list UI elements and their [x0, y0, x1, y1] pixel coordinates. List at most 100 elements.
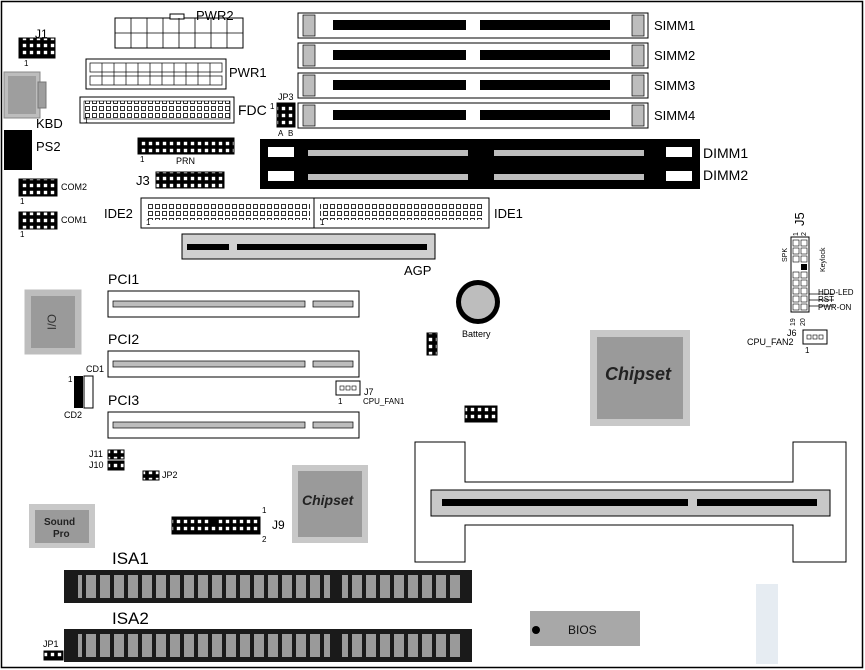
label-pro: Pro — [53, 529, 70, 540]
label-pci1: PCI1 — [108, 271, 140, 287]
label-chipset-south: Chipset — [302, 492, 354, 508]
battery — [456, 280, 500, 324]
label-jp2: JP2 — [162, 470, 178, 480]
label-j7-pin1: 1 — [338, 397, 343, 406]
pwr2-connector — [114, 13, 244, 49]
simm-slots — [297, 12, 649, 129]
label-sound: Sound — [44, 517, 76, 528]
label-j7: J7 — [364, 387, 374, 397]
label-com2: COM2 — [61, 182, 88, 192]
fdc-connector — [79, 96, 235, 124]
label-j11: J11 — [89, 449, 103, 459]
label-j6: J6 — [787, 328, 797, 338]
label-j9: J9 — [272, 518, 285, 532]
label-j1-pin1: 1 — [24, 59, 29, 68]
label-pwr1: PWR1 — [229, 65, 267, 80]
label-simm2: SIMM2 — [654, 48, 696, 63]
pwr1-connector — [85, 58, 227, 90]
ps2-connector — [4, 130, 32, 170]
label-agp: AGP — [404, 263, 432, 278]
label-com1-pin1: 1 — [20, 230, 25, 239]
label-fdc-pin1b: 1 — [270, 102, 275, 111]
kbd-connector — [3, 71, 47, 119]
isa-slots — [64, 570, 472, 662]
label-pwr2: PWR2 — [196, 8, 234, 23]
center-jumper — [426, 332, 438, 356]
label-isa1: ISA1 — [112, 549, 149, 568]
label-j3: J3 — [136, 173, 150, 188]
label-pci2: PCI2 — [108, 331, 140, 347]
label-j5: J5 — [792, 212, 807, 226]
center-header — [464, 405, 498, 423]
chipset-south — [292, 465, 368, 543]
label-j9-pin2: 2 — [262, 535, 267, 544]
label-jp3-b: B — [288, 129, 294, 138]
label-cd2: CD2 — [64, 410, 83, 420]
label-j5-pin1: 1 — [793, 232, 800, 236]
label-prn-pin1: 1 — [140, 155, 145, 164]
label-jp3-a: A — [278, 129, 284, 138]
label-battery: Battery — [462, 329, 491, 339]
label-j5-pin19: 19 — [790, 318, 797, 326]
label-prn: PRN — [176, 156, 196, 166]
label-j6-pin1: 1 — [805, 346, 810, 355]
dimm-slots — [260, 139, 700, 189]
label-com2-pin1: 1 — [20, 197, 25, 206]
label-cd1: CD1 — [86, 364, 105, 374]
j5-front-panel — [790, 236, 834, 313]
label-bios: BIOS — [568, 623, 597, 637]
com1-connector — [18, 211, 58, 230]
jp1-jumper — [43, 650, 64, 661]
label-com1: COM1 — [61, 215, 88, 225]
label-chipset-north: Chipset — [605, 364, 672, 384]
label-rst: RST — [818, 295, 834, 304]
prn-connector — [137, 137, 235, 155]
label-keylock: Keylock — [820, 247, 827, 272]
label-kbd: KBD — [36, 116, 63, 131]
cd1-connector — [83, 375, 94, 409]
label-ide2-pin1: 1 — [146, 218, 151, 227]
label-jp3: JP3 — [278, 92, 294, 102]
label-fdc-pin1: 1 — [84, 116, 89, 125]
label-ide2: IDE2 — [104, 206, 133, 221]
label-jp1: JP1 — [43, 639, 59, 649]
label-j10: J10 — [89, 460, 104, 470]
label-cpu-fan1: CPU_FAN1 — [363, 397, 405, 406]
ide-connectors — [140, 197, 490, 229]
label-io: I/O — [45, 313, 59, 330]
label-cpu-fan2: CPU_FAN2 — [747, 337, 794, 347]
j1-jumper — [18, 37, 56, 59]
label-j9-pin1: 1 — [262, 506, 267, 515]
label-simm3: SIMM3 — [654, 78, 696, 93]
label-simm4: SIMM4 — [654, 108, 696, 123]
label-fdc: FDC — [238, 102, 267, 118]
label-hdd-led: HDD-LED — [818, 288, 854, 297]
chipset-north — [590, 330, 690, 426]
sound-pro-chip — [29, 504, 95, 548]
j11-jumper — [107, 449, 125, 460]
cpu-slot — [414, 441, 847, 563]
label-j1: J1 — [35, 27, 48, 41]
label-pci3: PCI3 — [108, 392, 140, 408]
label-j5-pin20: 20 — [800, 318, 807, 326]
pci-slots — [107, 290, 360, 439]
label-ps2: PS2 — [36, 139, 61, 154]
jp2-jumper — [142, 470, 160, 481]
bios-chip — [530, 611, 640, 646]
jp3-jumper — [276, 102, 296, 128]
label-dimm1: DIMM1 — [703, 145, 749, 161]
j10-jumper — [107, 460, 125, 471]
label-ide1-pin1: 1 — [320, 218, 325, 227]
agp-slot — [181, 233, 436, 260]
j3-connector — [155, 171, 225, 189]
cd2-connector — [74, 376, 83, 408]
label-j5-pin2: 2 — [801, 232, 808, 236]
io-chip — [24, 289, 82, 355]
label-pwr-on: PWR-ON — [818, 303, 852, 312]
label-isa2: ISA2 — [112, 609, 149, 628]
label-simm1: SIMM1 — [654, 18, 696, 33]
label-ide1: IDE1 — [494, 206, 523, 221]
label-cd-pin1: 1 — [68, 375, 73, 384]
label-spk: SPK — [782, 247, 789, 262]
